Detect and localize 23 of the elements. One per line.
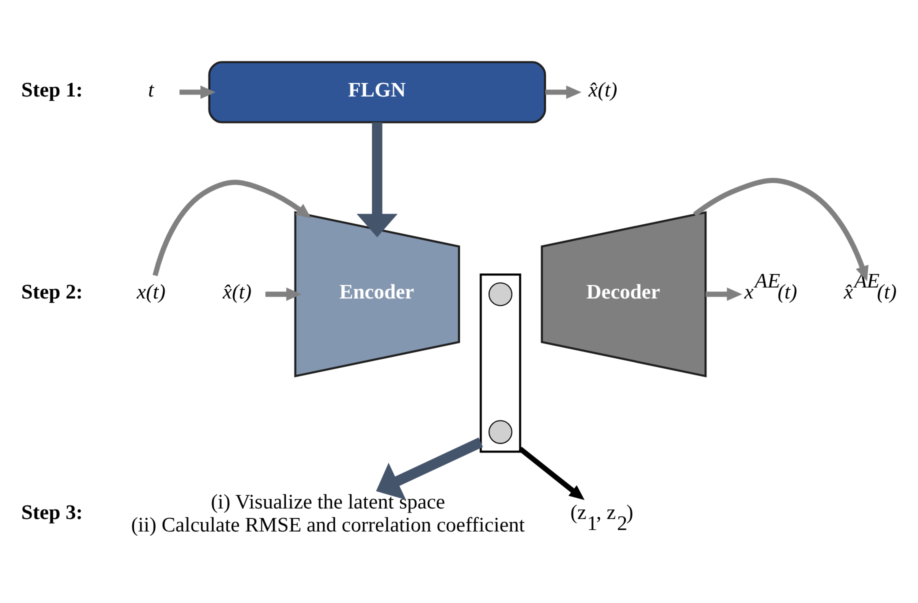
node-text: x(t) bbox=[136, 280, 166, 303]
arrow bbox=[152, 179, 312, 276]
arrow bbox=[180, 85, 216, 98]
node-circle bbox=[488, 420, 512, 444]
label: Step 2: bbox=[21, 280, 83, 303]
node-text: (i) Visualize the latent space (ii) Calculate RMSE and correlation coefficient bbox=[131, 491, 525, 536]
arrow bbox=[518, 446, 585, 500]
arrow bbox=[356, 122, 398, 237]
node-box: FLGN bbox=[208, 60, 546, 123]
node-text: x̂(t) bbox=[588, 78, 618, 101]
node-box: Encoder bbox=[294, 210, 460, 377]
arrow bbox=[545, 85, 582, 98]
node-box: Decoder bbox=[540, 210, 707, 377]
label: Step 3: bbox=[21, 502, 83, 524]
node-circle bbox=[488, 282, 512, 306]
cluster bbox=[480, 273, 522, 452]
node-text: x̂(t) bbox=[222, 280, 252, 303]
arrow bbox=[265, 287, 302, 300]
arrow bbox=[376, 437, 483, 500]
label: Step 1: bbox=[21, 78, 83, 101]
node-text: t bbox=[148, 78, 154, 101]
arrow bbox=[706, 287, 742, 300]
arrow bbox=[693, 177, 868, 281]
